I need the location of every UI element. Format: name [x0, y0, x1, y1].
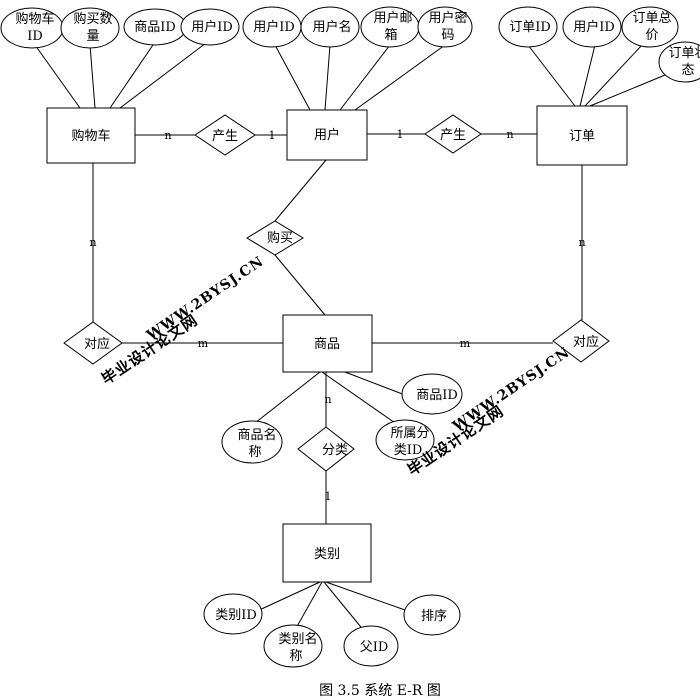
attribute-order-total-line1: 订单总 — [632, 11, 671, 26]
connector-lines — [34, 39, 666, 633]
attribute-category-parent-text: 父ID — [360, 640, 389, 655]
cardinality-cart-rel-left: n — [164, 129, 171, 142]
attribute-product-name-line1: 商品名 — [237, 427, 276, 443]
attribute-order-status-line2: 态 — [681, 63, 694, 78]
entity-cart: 购物车 — [46, 107, 136, 164]
attribute-user-id-text: 用户ID — [253, 19, 295, 35]
cardinality-cart-prod: m — [198, 337, 209, 350]
attribute-product-name-line2: 称 — [248, 445, 261, 460]
entity-user-label: 用户 — [314, 127, 340, 143]
relationship-user-order-label: 产生 — [440, 128, 466, 143]
attribute-product-id: 商品ID — [401, 373, 463, 415]
attribute-cart-product-id: 商品ID — [123, 8, 187, 46]
relationship-cart-user: 产生 — [194, 114, 256, 156]
relationship-order-product-label: 对应 — [573, 334, 599, 350]
cardinality-order-down: n — [578, 236, 585, 249]
attribute-user-pwd: 用户密 码 — [417, 6, 473, 48]
attribute-category-sort-text: 排序 — [421, 609, 447, 624]
relationship-cart-user-label: 产生 — [212, 129, 238, 144]
cardinality-category-up: 1 — [325, 490, 332, 503]
attribute-category-id-text: 类别ID — [215, 608, 257, 623]
entity-category: 类别 — [282, 523, 372, 583]
attribute-user-pwd-line2: 码 — [441, 28, 454, 43]
watermark-left: 毕业设计论文网 WWW.2BYSJ.CN — [98, 253, 267, 388]
attribute-order-total-line2: 价 — [645, 28, 658, 43]
entity-cart-label: 购物车 — [71, 128, 110, 144]
attribute-order-id-text: 订单ID — [509, 20, 551, 35]
attribute-product-name: 商品名 称 — [221, 420, 283, 464]
attribute-cart-qty-line1: 购买数 — [73, 11, 112, 27]
relationship-buy: 购买 — [246, 220, 304, 256]
attribute-user-name-text: 用户名 — [312, 19, 351, 35]
attribute-category-sort: 排序 — [403, 594, 461, 636]
attribute-cart-product-id-text: 商品ID — [134, 20, 176, 35]
attribute-user-name: 用户名 — [300, 6, 360, 48]
cardinality-cart-rel-right: 1 — [269, 129, 276, 142]
relationship-cart-product-label: 对应 — [84, 336, 110, 352]
cardinality-order-prod: m — [460, 337, 471, 350]
attribute-order-user-id-text: 用户ID — [573, 19, 615, 35]
attribute-product-category: 所属分 类ID — [375, 419, 435, 461]
attribute-user-id: 用户ID — [242, 6, 302, 48]
attribute-user-pwd-line1: 用户密 — [428, 10, 467, 26]
attribute-cart-id: 购物车 ID — [0, 7, 64, 49]
entity-user: 用户 — [286, 109, 368, 161]
attribute-category-parent: 父ID — [343, 625, 399, 667]
cardinality-user-rel-left: 1 — [397, 128, 404, 141]
attribute-product-category-line1: 所属分 — [390, 426, 429, 441]
entity-product: 商品 — [282, 314, 373, 373]
attribute-cart-user-id: 用户ID — [180, 8, 240, 46]
attribute-product-category-line2: 类ID — [394, 443, 423, 458]
figure-caption: 图 3.5 系统 E-R 图 — [319, 683, 441, 699]
relationship-user-order: 产生 — [424, 114, 482, 154]
relationship-order-product: 对应 — [552, 319, 610, 363]
attribute-category-id: 类别ID — [203, 593, 263, 635]
attribute-cart-qty-line2: 量 — [86, 29, 99, 44]
entity-order-label: 订单 — [569, 129, 595, 144]
attribute-cart-qty: 购买数 量 — [60, 7, 120, 49]
cardinality-labels: n 1 1 n n m n m n 1 — [89, 128, 585, 503]
attribute-cart-id-line1: 购物车 — [15, 11, 54, 27]
entity-category-label: 类别 — [314, 547, 340, 562]
attribute-order-id: 订单ID — [498, 6, 558, 48]
watermark-right-line2: WWW.2BYSJ.CN — [449, 344, 573, 435]
attribute-order-total: 订单总 价 — [621, 6, 679, 48]
attribute-order-status: 订单状 态 — [658, 41, 700, 83]
attribute-cart-user-id-text: 用户ID — [191, 19, 233, 35]
attribute-user-email-line2: 箱 — [384, 27, 397, 43]
entity-product-label: 商品 — [314, 337, 340, 352]
attribute-order-status-line1: 订单状 — [668, 46, 700, 61]
attribute-cart-id-line2: ID — [27, 29, 43, 44]
cardinality-cart-down: n — [89, 236, 96, 249]
cardinality-user-rel-right: n — [506, 128, 513, 141]
attribute-category-name-line2: 称 — [289, 649, 302, 664]
relationship-cart-product: 对应 — [63, 321, 123, 365]
entity-order: 订单 — [536, 105, 628, 166]
attribute-category-name: 类别名 称 — [263, 624, 323, 668]
attribute-product-id-text: 商品ID — [416, 388, 458, 403]
attribute-user-email-line1: 用户邮 — [373, 10, 412, 26]
watermark-left-line2: WWW.2BYSJ.CN — [143, 253, 267, 344]
relationship-buy-label: 购买 — [267, 230, 293, 246]
attribute-user-email: 用户邮 箱 — [360, 6, 420, 48]
cardinality-product-down: n — [324, 393, 331, 406]
relationship-classify: 分类 — [297, 426, 355, 472]
attribute-order-user-id: 用户ID — [562, 6, 622, 48]
attribute-category-name-line1: 类别名 — [278, 631, 317, 647]
relationship-classify-label: 分类 — [322, 443, 348, 458]
